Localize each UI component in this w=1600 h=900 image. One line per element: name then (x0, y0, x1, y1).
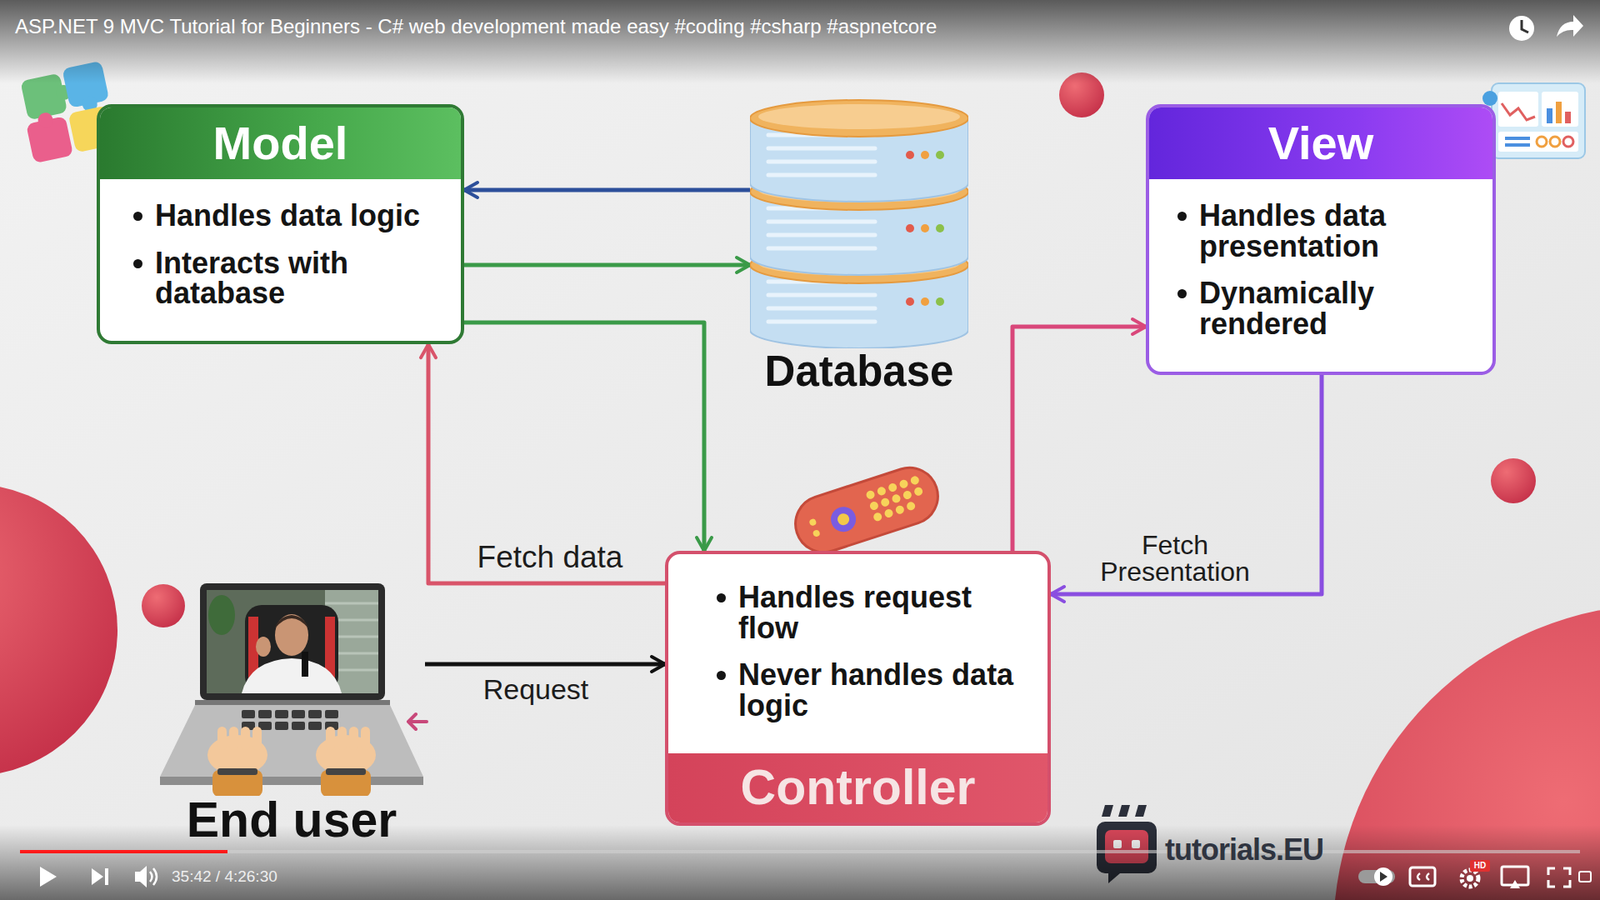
controller-box: Handles request flowNever handles data l… (665, 550, 1051, 826)
view-box: ViewHandles data presentationDynamically… (1145, 104, 1496, 375)
connector (428, 344, 665, 584)
box-heading: View (1149, 107, 1493, 180)
node-caption: End user (158, 795, 425, 845)
video-title: ASP.NET 9 MVC Tutorial for Beginners - C… (15, 15, 1432, 40)
connector (425, 662, 665, 667)
deco-dot (141, 584, 185, 628)
connector (464, 322, 705, 551)
edge-label: Fetch Presentation (1075, 531, 1275, 585)
edge-label: Fetch data (450, 541, 650, 573)
end-user-laptop: End user (158, 583, 425, 845)
return-arrow (408, 714, 427, 730)
connector (464, 263, 750, 268)
box-body: Handles request flowNever handles data l… (668, 554, 1048, 754)
box-body: Handles data presentationDynamically ren… (1149, 179, 1493, 372)
model-box: ModelHandles data logicInteracts with da… (96, 104, 465, 345)
connector (1050, 375, 1322, 595)
box-heading: Controller (668, 753, 1048, 823)
node-caption: Database (750, 348, 969, 395)
chart-icon (1482, 83, 1585, 159)
deco-circle (0, 484, 118, 776)
video-time: 35:42 / 4:26:30 (171, 867, 278, 887)
deco-dot (1490, 458, 1536, 504)
bullet-text: Never handles data logic (738, 660, 1035, 721)
remote-icon (788, 460, 945, 560)
database-cylinder: Database (750, 98, 969, 395)
connector (1012, 326, 1146, 551)
hd-badge-text: HD (1470, 860, 1490, 872)
brand-name: tutorials.EU (1165, 833, 1324, 867)
top-shade (0, 0, 1600, 84)
bullet-text: Handles request flow (738, 582, 1035, 644)
player-top-icons (1509, 15, 1584, 41)
bullet-text: Interacts with database (155, 248, 448, 310)
box-heading: Model (100, 107, 461, 180)
laptop-icon (158, 583, 425, 796)
database-icon (750, 98, 969, 349)
bullet-text: Dynamically rendered (1199, 278, 1480, 340)
bullet-text: Handles data logic (155, 200, 448, 232)
edge-label: Request (452, 675, 620, 704)
bullet-text: Handles data presentation (1199, 200, 1480, 262)
box-body: Handles data logicInteracts with databas… (100, 179, 461, 341)
player-controls (20, 851, 1591, 889)
connector (464, 188, 750, 193)
